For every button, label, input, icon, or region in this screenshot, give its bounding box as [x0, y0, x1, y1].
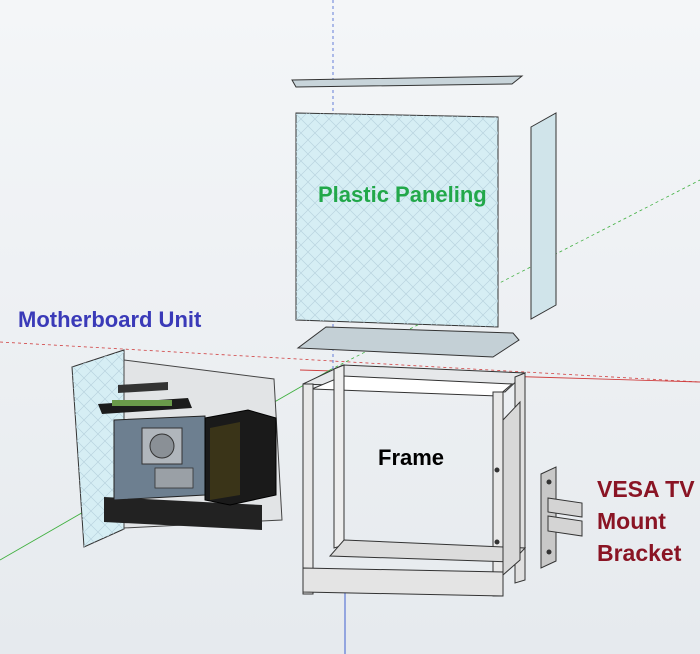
memory-chips — [112, 400, 172, 406]
bracket-screw — [546, 549, 552, 555]
chipset — [154, 467, 194, 489]
vesa-bracket — [540, 466, 583, 569]
bracket-arm-bottom — [547, 515, 583, 537]
red-axis-dashed — [0, 341, 700, 383]
vesa-label-line3: Bracket — [597, 540, 682, 566]
frame-label: Frame — [378, 445, 445, 470]
frame — [302, 364, 527, 597]
motherboard-unit — [71, 349, 283, 548]
psu-front — [210, 422, 240, 500]
frame-top-opening — [311, 375, 514, 397]
frame-left-post — [302, 383, 314, 595]
frame-side-brace — [502, 400, 521, 577]
plastic-paneling — [291, 75, 557, 358]
vesa-label-line2: Mount — [597, 508, 666, 534]
plastic-paneling-label: Plastic Paneling — [318, 182, 487, 207]
frame-screw — [494, 539, 500, 545]
bracket-screw — [546, 479, 552, 485]
frame-screw — [494, 467, 500, 473]
bottom-panel — [296, 326, 520, 358]
frame-right-post — [492, 391, 504, 597]
vesa-label-line1: VESA TV — [597, 476, 695, 502]
cooler-fan-icon — [149, 433, 175, 459]
frame-back-left-post — [333, 364, 345, 549]
frame-bottom-front — [302, 567, 504, 597]
vesa-bracket-label: VESA TV Mount Bracket — [597, 473, 695, 569]
front-panel-texture — [296, 113, 498, 327]
top-panel — [291, 75, 524, 88]
motherboard-unit-label: Motherboard Unit — [18, 307, 202, 332]
base-tray — [104, 497, 262, 530]
side-panel — [530, 112, 557, 320]
bracket-arm-top — [547, 497, 583, 518]
small-module — [118, 382, 168, 393]
